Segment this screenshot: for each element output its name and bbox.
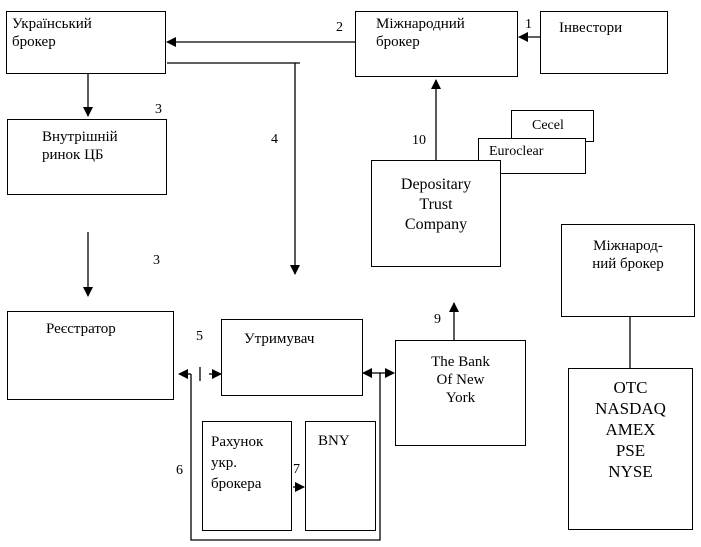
bracket-accounts xyxy=(190,373,381,541)
node-intl-broker-label: Міжнародний брокер xyxy=(376,16,465,50)
node-bny-label: BNY xyxy=(318,433,350,449)
node-bank-of-new-york: The Bank Of New York xyxy=(395,340,526,446)
step-number-4: 4 xyxy=(271,132,278,147)
node-exchanges-label: OTC NASDAQ AMEX PSE NYSE xyxy=(595,378,666,481)
node-investors-label: Інвестори xyxy=(559,20,623,36)
node-intl-broker-2-label: Міжнарод- ний брокер xyxy=(592,238,664,272)
node-ua-broker-label: Український брокер xyxy=(12,16,92,50)
node-custodian: Утримувач xyxy=(221,319,363,396)
node-intl-broker: Міжнародний брокер xyxy=(355,11,518,77)
node-exchanges: OTC NASDAQ AMEX PSE NYSE xyxy=(568,368,693,530)
step-number-7: 7 xyxy=(293,462,300,477)
node-euroclear-label: Euroclear xyxy=(489,144,544,159)
node-registrar-label: Реєстратор xyxy=(46,321,116,337)
node-internal-market: Внутрішній ринок ЦБ xyxy=(7,119,167,195)
node-dtc: Depositary Trust Company xyxy=(371,160,501,267)
node-cecel-label: Cecel xyxy=(532,118,564,133)
step-number-6: 6 xyxy=(176,463,183,478)
node-intl-broker-2: Міжнарод- ний брокер xyxy=(561,224,695,317)
node-ua-broker-account-label: Рахунок укр. брокера xyxy=(211,434,264,492)
node-ua-broker-account: Рахунок укр. брокера xyxy=(202,421,292,531)
node-bank-of-new-york-label: The Bank Of New York xyxy=(431,354,490,406)
step-number-9: 9 xyxy=(434,312,441,327)
node-internal-market-label: Внутрішній ринок ЦБ xyxy=(42,129,118,163)
node-cecel: Cecel xyxy=(511,110,594,142)
node-ua-broker: Український брокер xyxy=(6,11,166,74)
node-custodian-label: Утримувач xyxy=(244,331,315,347)
node-dtc-label: Depositary Trust Company xyxy=(400,176,472,233)
node-investors: Інвестори xyxy=(540,11,668,74)
step-number-1: 1 xyxy=(525,17,532,32)
step-number-5: 5 xyxy=(196,329,203,344)
node-bny: BNY xyxy=(305,421,376,531)
step-number-3-upper: 3 xyxy=(155,102,162,117)
step-number-2: 2 xyxy=(336,20,343,35)
node-registrar: Реєстратор xyxy=(7,311,174,400)
step-number-3-lower: 3 xyxy=(153,253,160,268)
step-number-10: 10 xyxy=(412,133,426,148)
